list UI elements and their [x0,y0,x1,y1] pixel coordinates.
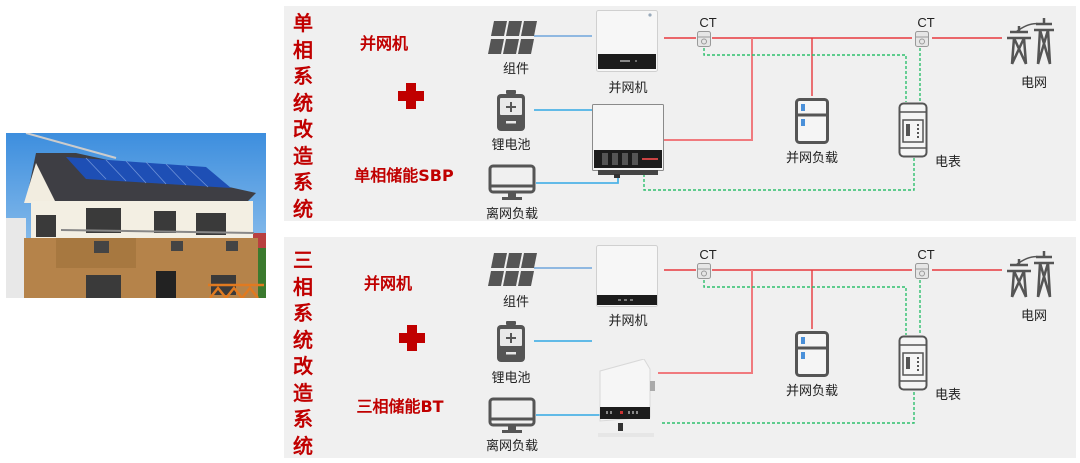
energy-meter-icon [898,335,928,391]
storage-ac-line [658,270,753,374]
battery-icon [497,90,525,131]
house-solar-photo [6,133,266,298]
inverter-label: 并网机 [608,314,648,329]
monitor-icon [488,164,536,200]
single-phase-panel: 单相系统改造系统 并网机 单相储能SBP 组件 并网机 [284,6,1076,222]
grid-inverter-heading: 并网机 [359,34,409,53]
grid-inverter-heading: 并网机 [363,274,413,293]
storage-heading: 三相储能BT [356,397,444,416]
ct1-label: CT [699,247,717,262]
wiring [534,35,1002,191]
plus-icon [398,83,424,109]
storage-heading: 单相储能SBP [354,166,454,185]
monitor-icon [488,397,536,433]
fridge-icon [795,98,829,144]
ct2-label: CT [917,247,935,262]
energy-meter-icon [898,102,928,158]
grid-load-label: 并网负载 [785,151,839,166]
ct-sensor-icon [915,31,929,47]
solar-panel-icon [488,21,537,54]
pv-label: 组件 [502,62,530,77]
power-tower-icon [1007,18,1054,65]
pv-label: 组件 [502,295,530,310]
storage-inverter-bt-icon [598,359,655,437]
battery-icon [497,321,525,362]
storage-inverter-sbp-icon [592,104,664,178]
meter-comm-line [662,392,915,424]
offgrid-ac-line [536,176,619,184]
offgrid-load-label: 离网负载 [485,207,539,222]
ct-sensor-icon [697,31,711,47]
ct2-label: CT [917,15,935,30]
meter-label: 电表 [934,388,962,403]
ct1-label: CT [699,15,717,30]
grid-load-label: 并网负载 [785,384,839,399]
ct1-comm-line [703,48,907,102]
vertical-title: 单相系统改造系统 [293,11,313,221]
battery-label: 锂电池 [491,138,531,153]
power-tower-icon [1007,251,1054,298]
ct-sensor-icon [915,263,929,279]
grid-label: 电网 [1020,76,1048,91]
ct-sensor-icon [697,263,711,279]
fridge-icon [795,331,829,377]
battery-label: 锂电池 [491,371,531,386]
grid-inverter-icon [596,245,658,307]
plus-icon [399,325,425,351]
grid-label: 电网 [1020,309,1048,324]
meter-comm-line [643,158,915,191]
grid-inverter-icon [596,10,658,72]
storage-ac-line [658,38,753,141]
wiring [534,267,1002,424]
inverter-label: 并网机 [608,81,648,96]
vertical-title: 三相系统改造系统 [293,248,313,458]
three-phase-panel: 三相系统改造系统 并网机 三相储能BT 组件 并网机 [284,237,1076,458]
meter-label: 电表 [934,155,962,170]
ct1-comm-line [703,280,907,335]
offgrid-load-label: 离网负载 [485,439,539,454]
solar-panel-icon [488,253,537,286]
